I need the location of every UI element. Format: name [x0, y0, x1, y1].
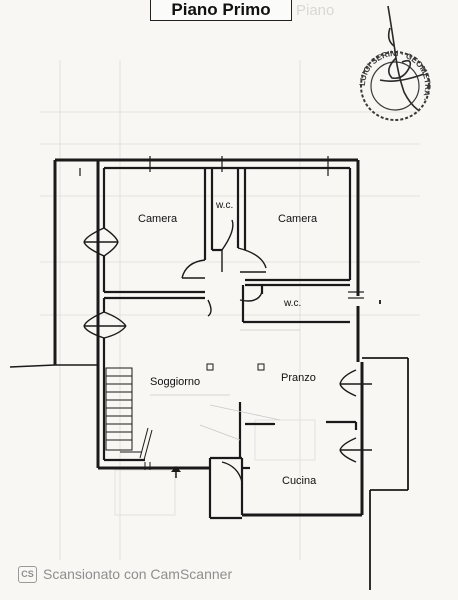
room-label-camera-right: Camera: [278, 213, 318, 225]
room-label-pranzo: Pranzo: [281, 372, 316, 384]
room-label-cucina: Cucina: [282, 475, 317, 487]
faint-annotations: [150, 329, 300, 441]
column-markers: [206, 363, 275, 425]
room-label-camera-left: Camera: [138, 213, 178, 225]
plan-title: Piano Primo: [150, 0, 292, 21]
ghost-title: Piano: [296, 2, 335, 19]
room-label-wc-top: w.c.: [215, 200, 233, 211]
right-balcony: [362, 300, 409, 590]
room-label-wc-right: w.c.: [283, 298, 301, 309]
left-balcony: [9, 364, 98, 368]
signature: [379, 5, 425, 111]
camscanner-logo-icon: CS: [18, 565, 37, 583]
staircase: [105, 367, 153, 470]
scanner-footer: CS Scansionato con CamScanner: [18, 565, 232, 583]
entry-arrow-icon: [171, 466, 181, 478]
outer-walls: [53, 158, 364, 517]
interior-walls: [102, 166, 358, 520]
room-label-soggiorno: Soggiorno: [150, 376, 200, 388]
door-swings: [83, 219, 372, 483]
windows: [79, 156, 364, 299]
scanner-caption: Scansionato con CamScanner: [43, 566, 233, 582]
